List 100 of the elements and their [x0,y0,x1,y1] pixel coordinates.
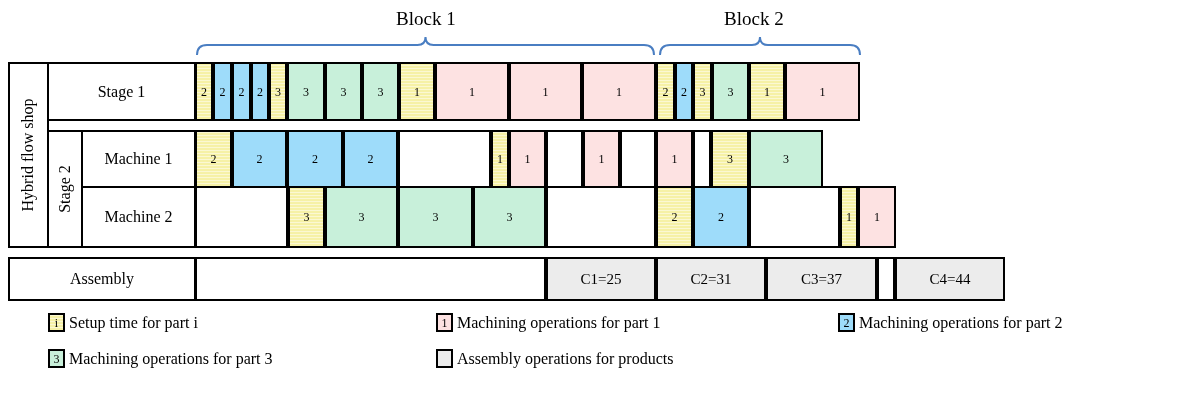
idle-slot [877,257,895,301]
setup-bar [195,130,232,188]
part-number: 2 [662,85,669,98]
setup-bar [840,186,858,248]
setup-bar [711,130,749,188]
part-number: 1 [542,85,549,98]
setup-bar [749,62,785,121]
setup-bar [195,62,213,121]
part-number: 3 [303,85,309,98]
part-number: 3 [783,153,789,165]
part-number: 1 [846,211,852,223]
part-number: 2 [257,85,263,98]
row-label: Machine 2 [104,209,173,225]
part-number: 3 [727,85,734,98]
part-number: 3 [275,85,281,98]
legend-symbol: 1 [441,316,448,329]
part-number: 1 [598,153,605,165]
idle-slot [620,130,656,188]
part-number: 1 [414,85,420,98]
operation-bar [675,62,693,121]
part-number: 3 [727,153,733,165]
legend-symbol: i [54,316,59,329]
setup-bar [491,130,509,188]
setup-bar [656,186,693,248]
row-label: Stage 2 [57,165,73,213]
part-number: 2 [201,85,207,98]
operation-bar [749,130,823,188]
idle-slot [546,130,583,188]
legend-label: Machining operations for part 3 [69,351,273,367]
operation-bar [435,62,509,121]
assembly-bar [656,257,766,301]
row-header [8,257,196,301]
operation-bar [712,62,749,121]
operation-bar [582,62,656,121]
operation-bar [213,62,232,121]
row-header [8,62,49,248]
completion-time: C2=31 [690,271,732,287]
part-number: 1 [874,211,880,223]
legend-symbol: 2 [843,316,850,329]
assembly-bar [766,257,877,301]
part-number: 1 [524,153,531,165]
part-number: 1 [764,85,770,98]
legend-label: Setup time for part i [69,315,198,331]
row-header [47,130,83,248]
operation-bar [785,62,860,121]
part-number: 1 [469,85,475,98]
part-number: 1 [497,153,503,165]
operation-bar [325,62,362,121]
part-number: 3 [358,211,365,223]
assembly-bar [546,257,656,301]
part-number: 2 [312,153,318,165]
operation-bar [287,130,343,188]
legend-label: Assembly operations for products [457,351,674,367]
idle-slot [195,186,288,248]
operation-bar [343,130,398,188]
setup-bar [656,62,675,121]
operation-bar [656,130,693,188]
setup-bar [399,62,435,121]
setup-bar [693,62,712,121]
part-number: 1 [819,85,826,98]
operation-bar [858,186,896,248]
part-number: 1 [616,85,622,98]
row-label: Stage 1 [97,83,146,100]
block-label: Block 1 [396,9,456,28]
operation-bar [232,62,251,121]
part-number: 2 [367,153,374,165]
assembly-bar [895,257,1005,301]
part-number: 2 [210,153,217,165]
operation-bar [693,186,749,248]
part-number: 2 [681,85,687,98]
operation-bar [232,130,287,188]
part-number: 2 [671,211,678,223]
row-label: Hybrid flow shop [20,98,37,212]
part-number: 3 [340,85,347,98]
setup-bar [269,62,287,121]
operation-bar [251,62,269,121]
idle-slot [693,130,711,188]
part-number: 3 [432,211,439,223]
setup-bar [288,186,325,248]
completion-time: C4=44 [929,271,971,287]
part-number: 2 [256,153,263,165]
row-header [81,130,196,188]
part-number: 3 [506,211,513,223]
part-number: 3 [377,85,384,98]
part-number: 1 [671,153,678,165]
row-header [81,186,196,248]
legend-symbol: 3 [53,352,60,365]
part-number: 2 [238,85,245,98]
row-label: Machine 1 [104,151,173,167]
part-number: 3 [699,85,706,98]
row-header [47,62,196,121]
operation-bar [509,62,582,121]
legend-label: Machining operations for part 2 [859,315,1063,331]
operation-bar [583,130,620,188]
part-number: 2 [219,85,226,98]
operation-bar [325,186,398,248]
operation-bar [473,186,546,248]
idle-slot [749,186,840,248]
legend-label: Machining operations for part 1 [457,315,661,331]
operation-bar [509,130,546,188]
